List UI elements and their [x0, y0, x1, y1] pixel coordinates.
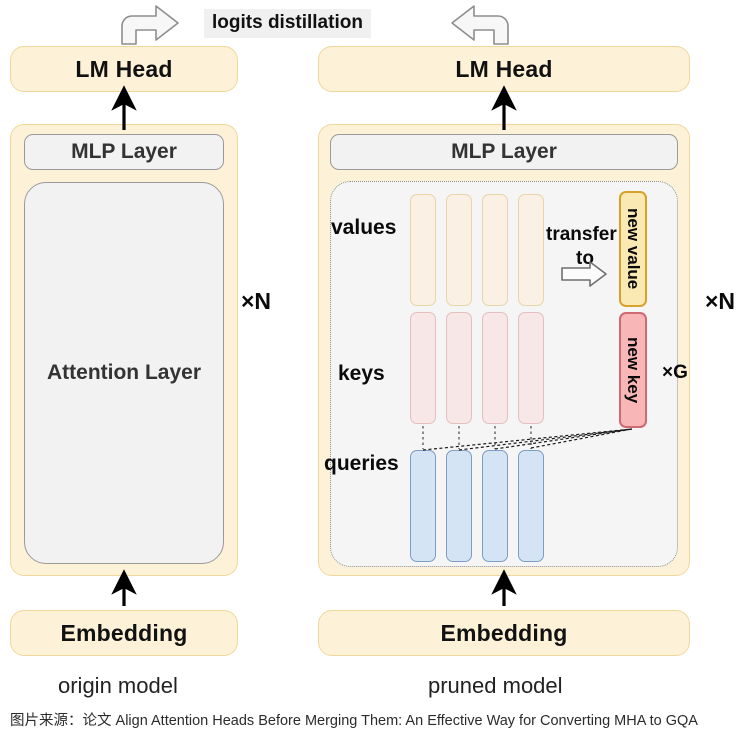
- left-embedding-label: Embedding: [60, 619, 188, 646]
- right-lm-head-box: LM Head: [318, 46, 690, 92]
- logits-distillation-label: logits distillation: [204, 9, 371, 38]
- queries-row-label: queries: [324, 452, 399, 475]
- transfer-label-line2: to: [576, 248, 594, 269]
- values-row-label: values: [331, 216, 397, 239]
- right-model-caption: pruned model: [428, 673, 563, 698]
- right-lm-head-label: LM Head: [455, 55, 553, 82]
- transfer-label-line1: transfer: [546, 224, 617, 245]
- left-mlp-layer-label: MLP Layer: [71, 140, 177, 163]
- query-head-bar: [410, 450, 436, 562]
- query-head-bar: [518, 450, 544, 562]
- group-repeat-label: ×G: [662, 362, 688, 383]
- new-value-bar: new value: [619, 191, 647, 307]
- left-model-caption: origin model: [58, 673, 178, 698]
- value-head-bar: [446, 194, 472, 306]
- value-head-bar: [410, 194, 436, 306]
- left-attention-layer-label: Attention Layer: [46, 361, 201, 384]
- right-embedding-label: Embedding: [440, 619, 568, 646]
- source-caption: 图片来源：论文 Align Attention Heads Before Mer…: [10, 713, 698, 729]
- key-head-bar: [482, 312, 508, 424]
- value-head-bar: [482, 194, 508, 306]
- right-embedding-box: Embedding: [318, 610, 690, 656]
- key-head-bar: [410, 312, 436, 424]
- new-key-bar: new key: [619, 312, 647, 428]
- query-head-bar: [446, 450, 472, 562]
- left-embedding-box: Embedding: [10, 610, 238, 656]
- left-attention-layer-box: Attention Layer: [24, 182, 224, 564]
- new-key-label: new key: [624, 336, 643, 404]
- left-mlp-layer-box: MLP Layer: [24, 134, 224, 170]
- right-distillation-arrow-icon: [451, 5, 509, 45]
- right-mlp-layer-label: MLP Layer: [451, 140, 557, 163]
- value-head-bar: [518, 194, 544, 306]
- right-mlp-layer-box: MLP Layer: [330, 134, 678, 170]
- query-head-bar: [482, 450, 508, 562]
- left-lm-head-box: LM Head: [10, 46, 238, 92]
- key-head-bar: [518, 312, 544, 424]
- new-value-label: new value: [624, 208, 643, 290]
- left-lm-head-label: LM Head: [75, 55, 173, 82]
- keys-row-label: keys: [338, 362, 385, 385]
- key-head-bar: [446, 312, 472, 424]
- left-distillation-arrow-icon: [121, 5, 179, 45]
- left-repeat-label: ×N: [241, 288, 272, 314]
- right-repeat-label: ×N: [705, 288, 736, 314]
